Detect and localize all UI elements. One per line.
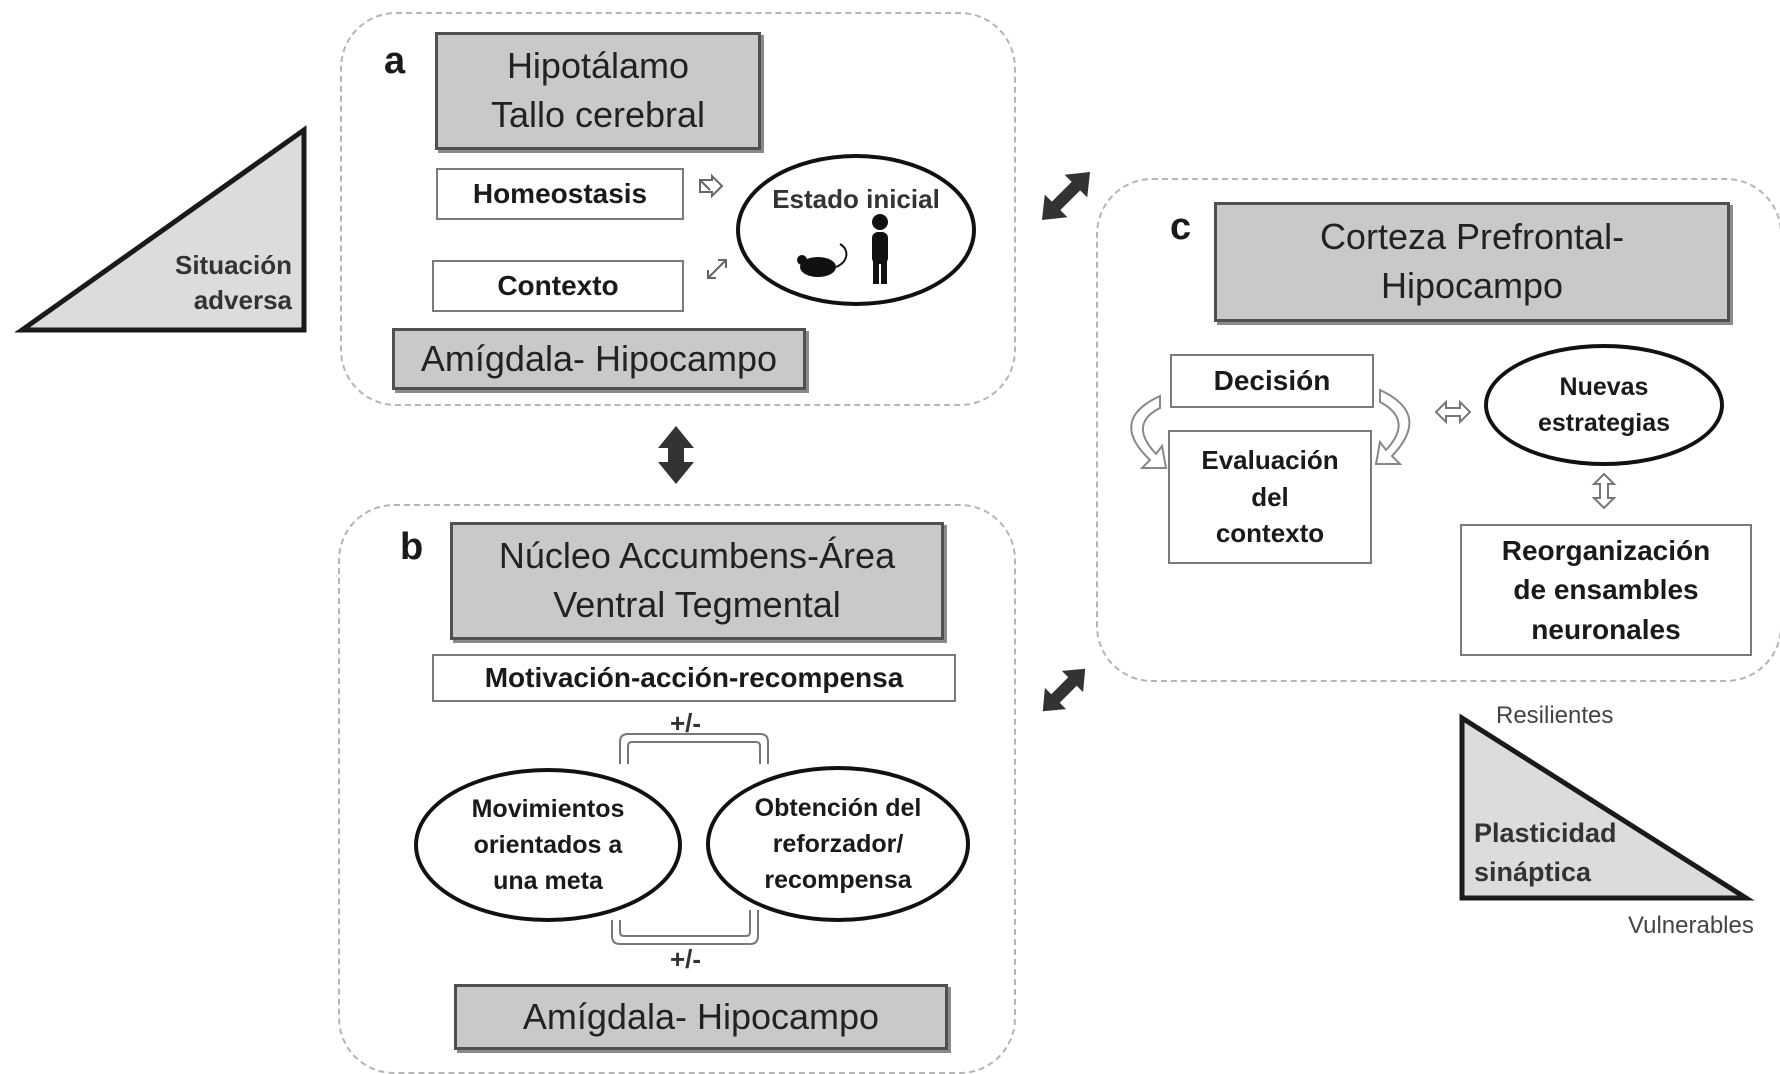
panel-c-letter: c bbox=[1170, 206, 1192, 248]
nucleus-accumbens-vta-box: Núcleo Accumbens-Área Ventral Tegmental bbox=[450, 522, 944, 640]
top-bracket-connector bbox=[619, 733, 769, 764]
motivation-box: Motivación-acción-recompensa bbox=[432, 654, 956, 702]
adverse-situation-label: Situación adversa bbox=[174, 250, 292, 316]
synaptic-plasticity-label: Plasticidad sináptica bbox=[1474, 818, 1617, 888]
decision-box: Decisión bbox=[1170, 354, 1374, 408]
resilient-label: Resilientes bbox=[1496, 702, 1614, 729]
a-b-double-arrow-icon bbox=[658, 426, 694, 484]
right-cycle-arrow-icon bbox=[1374, 388, 1411, 465]
context-box: Contexto bbox=[432, 260, 684, 312]
b-c-double-arrow-icon bbox=[1042, 668, 1086, 712]
horizontal-double-arrow-icon bbox=[1434, 399, 1472, 425]
panel-b-letter: b bbox=[400, 526, 424, 568]
bottom-bracket-connector bbox=[611, 910, 759, 945]
a-c-double-arrow-icon bbox=[1041, 171, 1091, 221]
new-strategies-ellipse: Nuevas estrategias bbox=[1484, 344, 1724, 466]
hypothalamus-brainstem-box: Hipotálamo Tallo cerebral bbox=[435, 32, 761, 150]
context-evaluation-box: Evaluación del contexto bbox=[1168, 430, 1372, 564]
mouse-icon bbox=[797, 243, 848, 277]
neural-reorganization-box: Reorganización de ensambles neuronales bbox=[1460, 524, 1752, 656]
amygdala-hippocampus-box-a: Amígdala- Hipocampo bbox=[392, 328, 806, 390]
reinforcer-ellipse: Obtención del reforzador/ recompensa bbox=[706, 766, 970, 922]
swap-arrows-icon bbox=[699, 173, 724, 199]
panel-a-letter: a bbox=[384, 40, 406, 82]
vertical-double-arrow-icon bbox=[1591, 472, 1617, 510]
person-icon bbox=[872, 214, 888, 284]
initial-state-ellipse bbox=[736, 154, 976, 306]
prefrontal-hippocampus-box: Corteza Prefrontal- Hipocampo bbox=[1214, 202, 1730, 322]
initial-state-label: Estado inicial bbox=[772, 184, 940, 214]
left-cycle-arrow-icon bbox=[1130, 394, 1168, 469]
expand-arrows-icon bbox=[707, 259, 727, 279]
plus-minus-bottom: +/- bbox=[670, 944, 702, 974]
goal-movements-ellipse: Movimientos orientados a una meta bbox=[414, 768, 682, 922]
amygdala-hippocampus-box-b: Amígdala- Hipocampo bbox=[454, 984, 948, 1050]
vulnerable-label: Vulnerables bbox=[1628, 912, 1754, 939]
homeostasis-box: Homeostasis bbox=[436, 168, 684, 220]
